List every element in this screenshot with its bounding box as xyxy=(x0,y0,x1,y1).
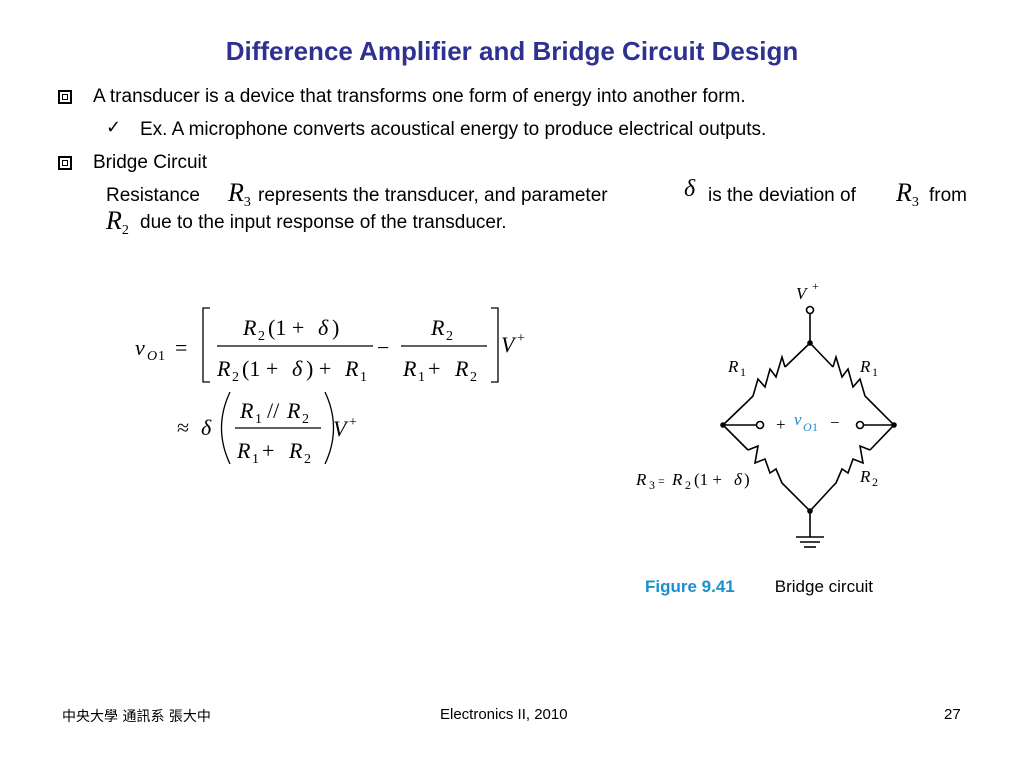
svg-text:R: R xyxy=(454,356,469,381)
svg-text:O: O xyxy=(147,349,157,364)
svg-text:): ) xyxy=(332,315,339,340)
svg-text:R: R xyxy=(286,398,301,423)
bridge-circuit-diagram: V + R 1 R 1 + v O 1 − R 3 = R 2 (1 + δ )… xyxy=(635,279,897,548)
bullet-text-transducer: A transducer is a device that transforms… xyxy=(93,86,746,107)
svg-text:1: 1 xyxy=(418,370,425,385)
symbol-r3: R3 xyxy=(228,178,251,210)
svg-text:R: R xyxy=(288,438,303,463)
svg-text:R: R xyxy=(402,356,417,381)
svg-text:R: R xyxy=(430,315,445,340)
svg-text:δ: δ xyxy=(201,415,212,440)
svg-text:1: 1 xyxy=(158,349,165,364)
para-text-deviation: is the deviation of xyxy=(708,185,856,206)
output-voltage-equation: v O 1 = R 2 (1 + δ ) R 2 (1 + δ ) + R 1 … xyxy=(135,307,525,467)
svg-text:+: + xyxy=(776,415,786,434)
svg-text:=: = xyxy=(658,474,665,488)
svg-text:1: 1 xyxy=(740,365,746,379)
figure-caption: Figure 9.41 Bridge circuit xyxy=(645,577,873,597)
page-number: 27 xyxy=(944,706,961,723)
bullet-text-bridge-circuit: Bridge Circuit xyxy=(93,152,208,173)
svg-text:R: R xyxy=(727,357,739,376)
svg-text:+: + xyxy=(812,279,819,293)
svg-text:2: 2 xyxy=(232,370,239,385)
svg-text:V: V xyxy=(796,284,809,303)
square-bullet-icon xyxy=(58,156,72,170)
svg-text:R: R xyxy=(635,470,647,489)
para-text-resistance: Resistance xyxy=(106,185,200,206)
svg-text:R: R xyxy=(344,356,359,381)
svg-text:1: 1 xyxy=(872,365,878,379)
svg-text:) +: ) + xyxy=(306,356,331,381)
svg-text:2: 2 xyxy=(685,478,691,492)
figure-label: Figure 9.41 xyxy=(645,577,735,596)
svg-text:1: 1 xyxy=(360,370,367,385)
svg-text:1: 1 xyxy=(812,420,818,434)
svg-text:−: − xyxy=(377,335,389,360)
symbol-r2: R2 xyxy=(106,206,129,238)
para-text-from: from xyxy=(929,185,967,206)
svg-text:2: 2 xyxy=(470,370,477,385)
svg-text:δ: δ xyxy=(292,356,303,381)
svg-text:R: R xyxy=(671,470,683,489)
svg-text:(1 +: (1 + xyxy=(242,356,278,381)
svg-text:(1 +: (1 + xyxy=(268,315,304,340)
svg-text:+: + xyxy=(428,356,440,381)
svg-text:v: v xyxy=(135,335,145,360)
footer-course: Electronics II, 2010 xyxy=(440,706,568,723)
svg-text:2: 2 xyxy=(302,412,309,427)
svg-text:+: + xyxy=(262,438,274,463)
svg-text:2: 2 xyxy=(872,475,878,489)
para-text-due-to: due to the input response of the transdu… xyxy=(140,212,507,233)
svg-text://: // xyxy=(267,398,280,423)
svg-text:V: V xyxy=(501,332,517,357)
sub-bullet-text-microphone: Ex. A microphone converts acoustical ene… xyxy=(140,119,767,140)
svg-text:R: R xyxy=(242,315,257,340)
svg-text:≈: ≈ xyxy=(177,415,189,440)
svg-text:R: R xyxy=(859,467,871,486)
checkmark-icon: ✓ xyxy=(106,117,122,138)
slide-title: Difference Amplifier and Bridge Circuit … xyxy=(225,36,799,66)
square-bullet-icon xyxy=(58,90,72,104)
footer-institution: 中央大學 通訊系 張大中 xyxy=(62,709,211,725)
svg-text:+: + xyxy=(349,415,357,430)
svg-text:1: 1 xyxy=(252,452,259,467)
svg-text:O: O xyxy=(803,420,812,434)
svg-text:+: + xyxy=(517,331,525,346)
svg-text:δ: δ xyxy=(318,315,329,340)
svg-text:δ: δ xyxy=(734,470,743,489)
svg-text:): ) xyxy=(744,470,750,489)
symbol-delta: δ xyxy=(684,176,696,202)
figure-caption-text: Bridge circuit xyxy=(774,577,874,596)
svg-text:=: = xyxy=(175,335,187,360)
svg-text:−: − xyxy=(830,413,840,432)
svg-text:2: 2 xyxy=(258,329,265,344)
svg-text:1: 1 xyxy=(255,412,262,427)
svg-text:(1 +: (1 + xyxy=(694,470,722,489)
symbol-r3: R3 xyxy=(896,178,919,210)
svg-text:R: R xyxy=(859,357,871,376)
svg-text:v: v xyxy=(794,410,802,429)
svg-text:V: V xyxy=(333,416,349,441)
svg-text:2: 2 xyxy=(446,329,453,344)
svg-text:R: R xyxy=(216,356,231,381)
svg-text:R: R xyxy=(239,398,254,423)
svg-text:R: R xyxy=(236,438,251,463)
svg-text:2: 2 xyxy=(304,452,311,467)
svg-text:3: 3 xyxy=(649,478,655,492)
para-text-represents: represents the transducer, and parameter xyxy=(258,185,608,206)
